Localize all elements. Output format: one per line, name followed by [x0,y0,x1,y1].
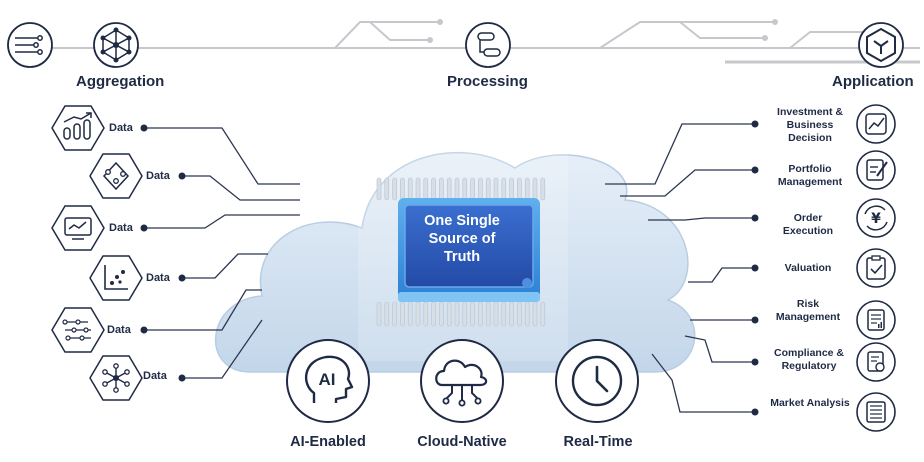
chip-pin [493,301,499,327]
chip-pin [493,177,499,201]
chip-pin [407,177,413,201]
chip-pin [509,301,514,327]
feature-label-cloud: Cloud-Native [417,434,507,450]
chip-pin [501,301,507,327]
monitor-chart-icon [51,205,105,251]
chip-pin [454,301,460,327]
chip-pin [485,301,491,327]
core-label: One Single Source of Truth [424,213,500,265]
application-label: Valuation [784,262,832,274]
chip-pin [439,301,444,327]
application-label: Portfolio Management [777,163,843,188]
application-label: Order Execution [782,212,834,237]
chip-pin [423,301,429,327]
chip-pins [376,177,546,327]
chip-pin [517,301,522,327]
hub-nodes-icon [89,355,143,401]
application-label: Investment & Business Decision [777,106,843,144]
chip-pin [540,177,546,201]
svg-text:AI: AI [319,370,336,389]
processing-title: Processing [447,73,528,90]
chip-pin [431,177,436,201]
edit-document-icon [856,150,896,190]
chip-pin [392,301,397,327]
data-source-label: Data [143,370,167,382]
newspaper-icon [856,392,896,432]
application-label: Risk Management [775,298,841,323]
chip-pin [407,301,413,327]
data-source-label: Data [146,170,170,182]
processing-flow-icon [465,22,511,68]
chip-pin [462,177,468,201]
circuit-dots [427,19,778,43]
application-label: Compliance & Regulatory [773,347,844,372]
chip-pin [478,301,483,327]
chip-pin [478,177,483,201]
feature-label-realtime: Real-Time [563,434,633,450]
chip-pin [400,177,405,201]
yen-cycle-icon: ¥ [856,198,896,238]
data-source-label: Data [107,324,131,336]
aggregation-title: Aggregation [76,73,165,90]
data-source-label: Data [109,122,133,134]
chip-pin [439,177,444,201]
chip-pin [470,301,475,327]
chip-pin [470,177,475,201]
chip-pin [446,177,452,201]
chip-pin [384,301,390,327]
data-source-label: Data [109,222,133,234]
chip-pin [454,177,460,201]
chip-pin [392,177,397,201]
chip-pin [485,177,491,201]
clipboard-check-icon [856,248,896,288]
central-chip [398,198,540,302]
chip-pin [423,177,429,201]
circuit-icon [51,307,105,353]
left-connector-dots [140,124,186,382]
chip-pin [540,301,546,327]
chip-pin [509,177,514,201]
chip-pin [400,301,405,327]
chip-pin [532,301,538,327]
chip-pin [517,177,522,201]
chip-pin [501,177,507,201]
right-connectors [605,123,755,413]
bar-chart-trend-icon [51,105,105,151]
clock-icon [555,339,639,423]
application-cube-icon [858,22,904,68]
data-source-label: Data [146,272,170,284]
scatter-plot-icon [89,255,143,301]
chip-pin [376,177,382,201]
svg-text:¥: ¥ [871,211,881,227]
chip-pin [384,177,390,201]
cloud-network-icon [420,339,504,423]
chip-pin [415,301,421,327]
ai-head-icon: AI [286,339,370,423]
chip-pin [415,177,421,201]
chip-pin [524,177,530,201]
chip-pin [446,301,452,327]
chip-pin [376,301,382,327]
chip-pin [532,177,538,201]
chip-pin [431,301,436,327]
signal-lines-icon [7,22,53,68]
trend-chart-icon [856,104,896,144]
application-title: Application [832,73,914,90]
right-connector-dots [751,120,759,416]
network-nodes-icon [89,153,143,199]
chip-pin [524,301,530,327]
document-seal-icon [856,342,896,382]
report-icon [856,300,896,340]
aggregation-network-icon [93,22,139,68]
left-connectors [144,127,300,379]
feature-label-ai: AI-Enabled [290,434,366,450]
application-label: Market Analysis [770,397,850,409]
chip-pin [462,301,468,327]
